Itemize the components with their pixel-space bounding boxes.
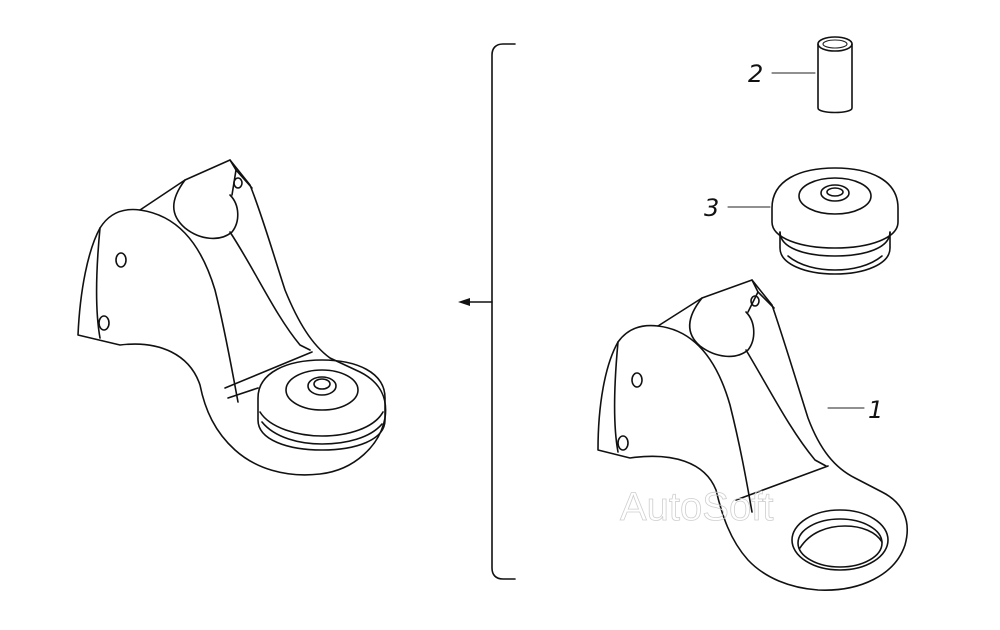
assembly-bracket-brace [458,43,516,580]
callout-number: 2 [748,60,763,88]
callout-3: 3 [704,194,771,222]
assembled-bracket [77,159,387,476]
callout-number: 3 [704,194,719,222]
part-bracket [597,279,909,591]
callout-2: 2 [748,60,816,88]
part-pin [817,36,853,114]
callout-number: 1 [868,396,883,424]
part-bushing [771,167,899,275]
watermark-text: AutoSoft [620,485,773,529]
callout-1: 1 [827,396,883,424]
